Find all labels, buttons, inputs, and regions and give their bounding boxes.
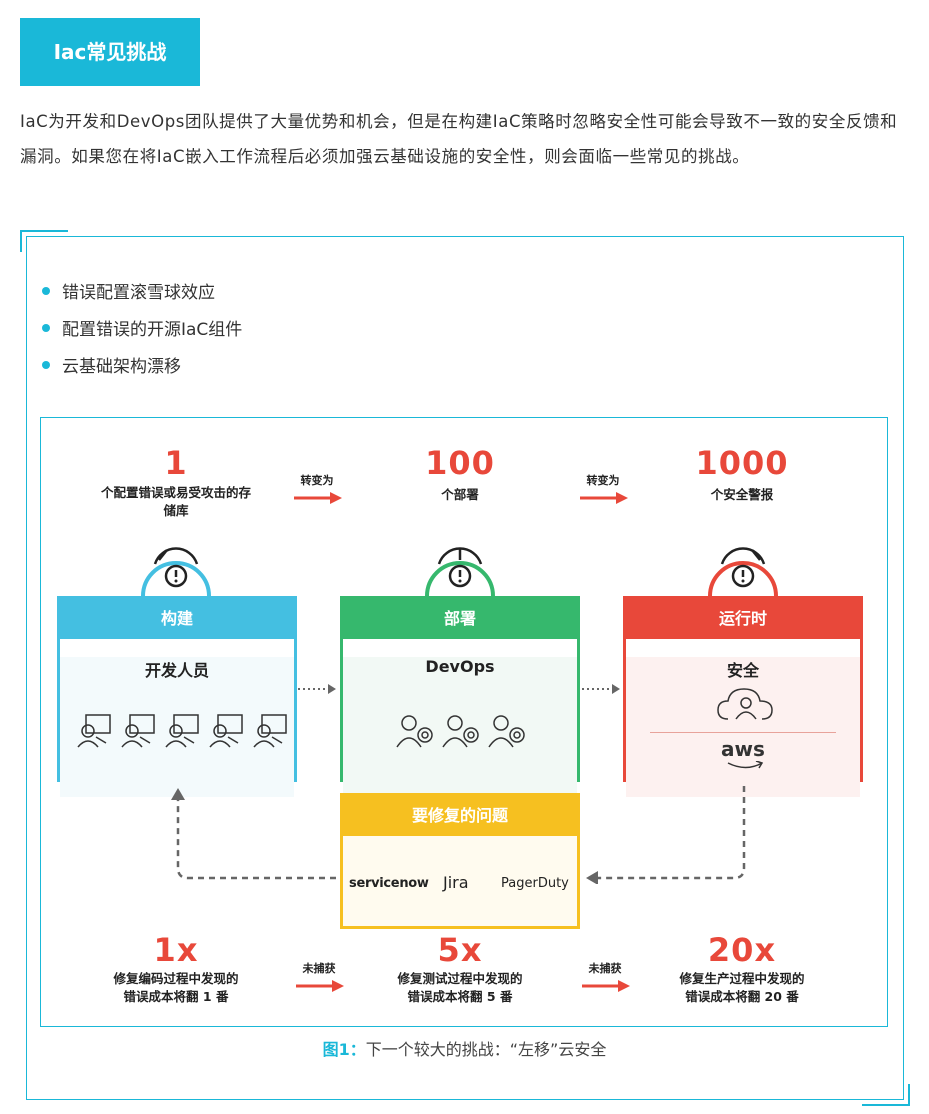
developer-icon bbox=[121, 714, 155, 748]
developer-icon bbox=[165, 714, 199, 748]
feedback-arrow-right-icon bbox=[586, 786, 746, 884]
intro-paragraph: IaC为开发和DevOps团队提供了大量优势和机会，但是在构建IaC策略时忽略安… bbox=[20, 112, 898, 166]
bullet-dot-icon bbox=[42, 324, 50, 332]
metric-label: 修复测试过程中发现的错误成本将翻 5 番 bbox=[397, 971, 523, 1004]
arrow-label: 转变为 bbox=[586, 474, 620, 487]
content-frame bbox=[26, 236, 904, 1100]
metric-value: 1000 bbox=[695, 444, 789, 482]
stage-body: 安全 aws bbox=[626, 657, 860, 797]
aws-smile-icon bbox=[727, 761, 764, 769]
right-arrow-icon bbox=[294, 492, 342, 504]
metric-label: 个部署 bbox=[441, 487, 479, 502]
arrow-label: 未捕获 bbox=[302, 962, 336, 975]
metric-label: 修复编码过程中发现的错误成本将翻 1 番 bbox=[113, 971, 239, 1004]
metric-value: 20x bbox=[707, 931, 777, 969]
frame-corner-bottom-right bbox=[862, 1084, 910, 1106]
bullet-item: 云基础架构漂移 bbox=[42, 352, 181, 377]
devops-gear-person-icon bbox=[442, 715, 479, 748]
stage-runtime: 运行时 安全 aws bbox=[623, 596, 863, 797]
metric-label: 个安全警报 bbox=[710, 487, 774, 502]
metric-value: 5x bbox=[437, 931, 483, 969]
diagram-frame bbox=[40, 417, 888, 1027]
bullet-dot-icon bbox=[42, 287, 50, 295]
stage-role: 安全 bbox=[726, 661, 759, 680]
metric-label: 个配置错误或易受攻击的存储库 bbox=[100, 485, 251, 518]
stage-header: 构建 bbox=[60, 599, 294, 639]
arrow-label: 转变为 bbox=[300, 474, 334, 487]
dotted-arrow-icon bbox=[298, 684, 336, 694]
devops-gear-person-icon bbox=[396, 715, 433, 748]
stage-role: 开发人员 bbox=[144, 661, 209, 680]
servicenow-logo: servicenow bbox=[349, 876, 429, 891]
developer-icon bbox=[253, 714, 287, 748]
devops-gear-person-icon bbox=[488, 715, 525, 748]
gauge-alert-icon bbox=[708, 547, 778, 596]
gauge-alert-icon bbox=[141, 547, 211, 596]
jira-logo: Jira bbox=[443, 873, 469, 892]
aws-logo: aws bbox=[721, 737, 765, 761]
developer-icons bbox=[77, 714, 287, 748]
section-title: Iac常见挑战 bbox=[20, 18, 200, 86]
developer-icon bbox=[209, 714, 243, 748]
stage-body: DevOps bbox=[343, 657, 577, 797]
devops-icons bbox=[396, 715, 525, 748]
stage-build: 构建 开发人员 bbox=[57, 596, 297, 797]
stage-body: 开发人员 bbox=[60, 657, 294, 797]
metric-value: 1 bbox=[164, 444, 188, 482]
divider bbox=[650, 732, 836, 733]
figure-caption: 图1：下一个较大的挑战：“左移”云安全 bbox=[322, 1040, 607, 1059]
frame-corner-top-left bbox=[20, 230, 68, 252]
developer-icon bbox=[77, 714, 111, 748]
stage-deploy: 部署 DevOps bbox=[340, 596, 580, 797]
dotted-arrow-icon bbox=[582, 684, 620, 694]
issues-header: 要修复的问题 bbox=[343, 796, 577, 836]
metric-value: 100 bbox=[425, 444, 495, 482]
stage-header: 部署 bbox=[343, 599, 577, 639]
gauge-alert-icon bbox=[425, 547, 495, 596]
stage-header: 运行时 bbox=[626, 599, 860, 639]
right-arrow-icon bbox=[580, 492, 628, 504]
bullet-dot-icon bbox=[42, 361, 50, 369]
bullet-item: 配置错误的开源IaC组件 bbox=[42, 315, 242, 340]
issues-box: 要修复的问题 servicenow Jira PagerDuty bbox=[340, 793, 580, 929]
metric-label: 修复生产过程中发现的错误成本将翻 20 番 bbox=[679, 971, 805, 1004]
metric-value: 1x bbox=[153, 931, 199, 969]
right-arrow-icon bbox=[582, 980, 630, 992]
pagerduty-logo: PagerDuty bbox=[501, 876, 569, 891]
stage-role: DevOps bbox=[425, 657, 495, 676]
bullet-item: 错误配置滚雪球效应 bbox=[42, 278, 215, 303]
cloud-user-icon bbox=[717, 688, 773, 720]
arrow-label: 未捕获 bbox=[588, 962, 622, 975]
right-arrow-icon bbox=[296, 980, 344, 992]
feedback-arrow-left-icon bbox=[171, 788, 336, 880]
